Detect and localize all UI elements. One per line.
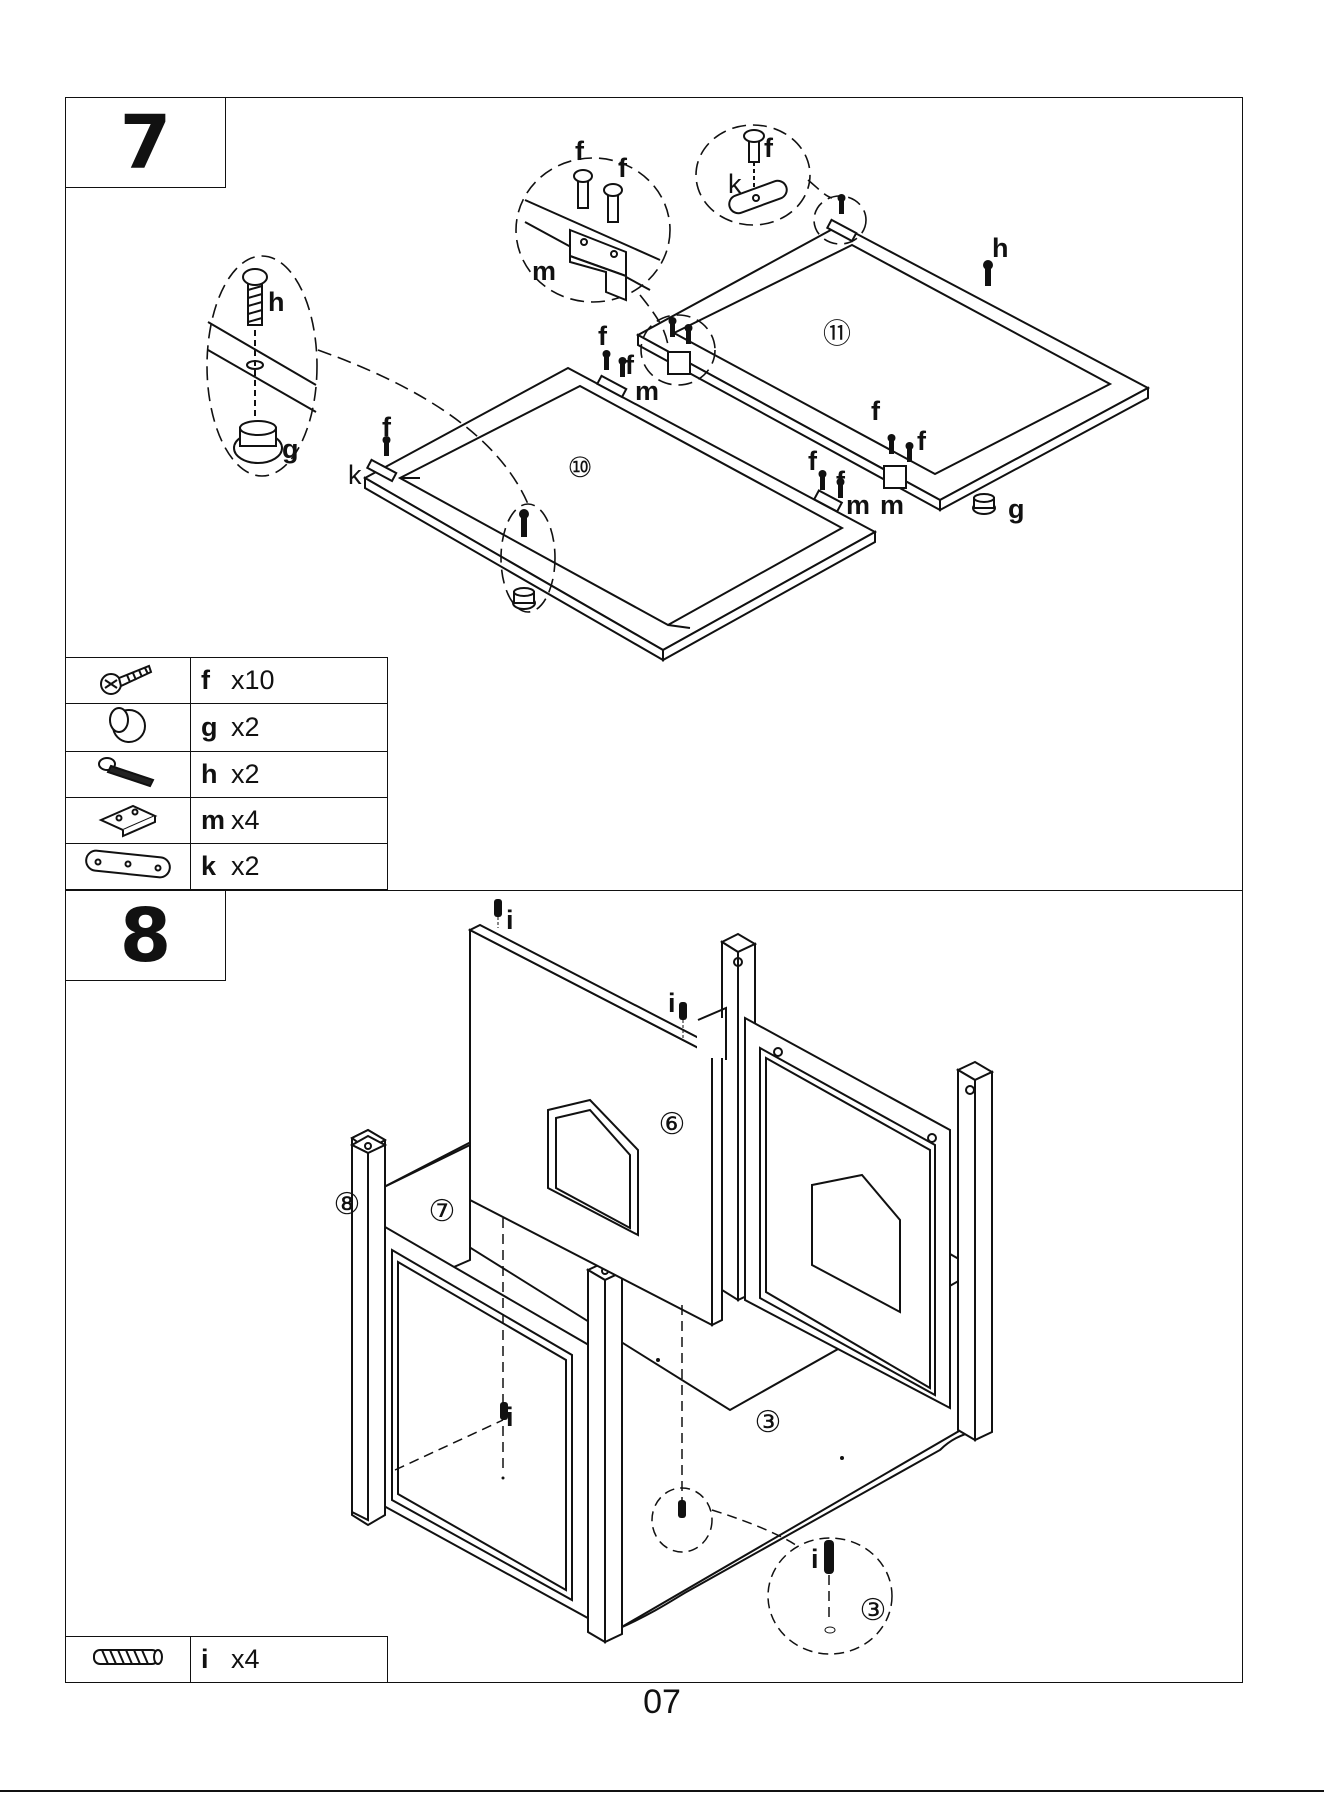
bottom-rule	[0, 1790, 1324, 1792]
callout-i: i	[506, 905, 514, 935]
callout-i: i	[668, 988, 676, 1018]
step-number-7: 7	[65, 97, 226, 188]
cabinet-assembly	[352, 925, 992, 1642]
callout-f: f	[618, 153, 628, 183]
panel-label-10: ⑩	[567, 452, 592, 483]
callout-i: i	[811, 1544, 819, 1574]
step-number-8: 8	[65, 890, 226, 981]
dowel-i-icon	[66, 1637, 191, 1683]
panel-label-3: ③	[755, 1406, 782, 1439]
callout-f: f	[808, 446, 818, 476]
callout-k: k	[348, 460, 362, 490]
plate-k-icon	[66, 844, 191, 890]
detail-bolt-foot	[208, 269, 316, 463]
panel-label-8: ⑧	[334, 1188, 361, 1221]
callout-f: f	[598, 321, 608, 351]
part-letter: f	[201, 665, 231, 696]
panel-label-3: ③	[860, 1594, 887, 1627]
screw-f-icon	[66, 658, 191, 704]
callout-m: m	[846, 490, 870, 520]
foot-g-icon	[66, 704, 191, 752]
part-quantity: x10	[231, 665, 275, 695]
part-quantity: x4	[231, 1644, 260, 1674]
panel-label-7: ⑦	[429, 1195, 456, 1228]
part-letter: i	[201, 1644, 231, 1675]
callout-f: f	[764, 133, 774, 163]
callout-m: m	[532, 256, 556, 286]
callout-m: m	[880, 490, 904, 520]
part-letter: h	[201, 759, 231, 790]
callout-h: h	[268, 287, 285, 317]
callout-m: m	[635, 376, 659, 406]
bracket-m-icon	[66, 798, 191, 844]
part-letter: g	[201, 712, 231, 743]
callout-f: f	[871, 396, 881, 426]
callout-f: f	[836, 466, 846, 496]
callout-i: i	[506, 1402, 514, 1432]
part-quantity: x2	[231, 759, 260, 789]
page-number: 07	[0, 1683, 1324, 1722]
part-quantity: x4	[231, 805, 260, 835]
callout-f: f	[382, 412, 392, 442]
part-letter: m	[201, 805, 231, 836]
callout-g: g	[1008, 494, 1025, 524]
callout-h: h	[992, 233, 1009, 263]
bolt-h-icon	[66, 752, 191, 798]
panel-label-11: ⑪	[823, 318, 851, 349]
callout-f: f	[917, 426, 927, 456]
callout-g: g	[282, 434, 299, 464]
part-letter: k	[201, 851, 231, 882]
part-quantity: x2	[231, 851, 260, 881]
panel-label-6: ⑥	[659, 1108, 686, 1141]
callout-f: f	[625, 350, 635, 380]
part-quantity: x2	[231, 712, 260, 742]
callout-k: k	[728, 169, 742, 199]
callout-f: f	[575, 136, 585, 166]
